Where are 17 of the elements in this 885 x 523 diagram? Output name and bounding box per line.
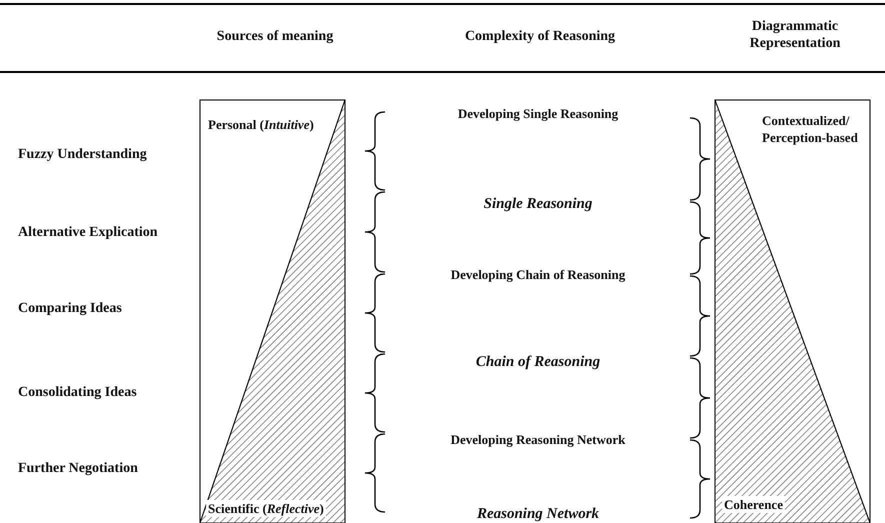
category-label: Scientific (Reflective) xyxy=(206,500,326,517)
level-label: Chain of Reasoning xyxy=(474,354,602,371)
row-label: Comparing Ideas xyxy=(18,300,123,317)
row-label: Alternative Explication xyxy=(18,224,159,241)
level-label: Developing Single Reasoning xyxy=(456,105,620,122)
level-label: Developing Chain of Reasoning xyxy=(450,266,626,283)
row-label: Consolidating Ideas xyxy=(18,384,138,401)
level-label: Developing Reasoning Network xyxy=(450,431,626,448)
row-label: Fuzzy Understanding xyxy=(18,146,148,163)
column-header: Diagrammatic Representation xyxy=(748,18,842,52)
category-label: Coherence xyxy=(722,496,785,513)
level-label: Reasoning Network xyxy=(476,506,600,523)
category-label: Contextualized/ Perception-based xyxy=(762,112,859,146)
column-header: Sources of meaning xyxy=(216,28,334,45)
row-label: Further Negotiation xyxy=(18,460,139,477)
level-label: Single Reasoning xyxy=(482,196,594,213)
column-header: Complexity of Reasoning xyxy=(464,28,616,45)
